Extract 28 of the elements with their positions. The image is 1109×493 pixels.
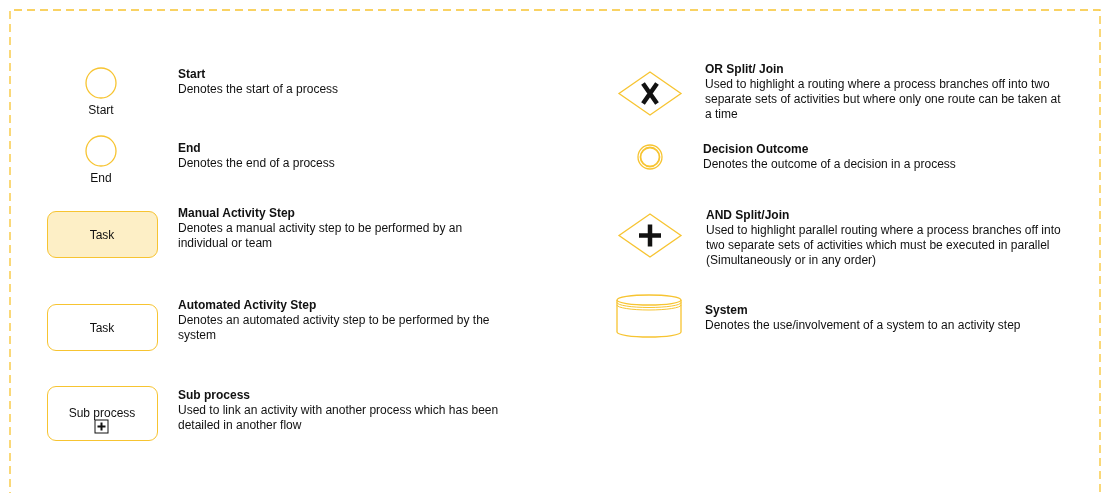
manual-task-box xyxy=(47,211,158,258)
legend-description: Denotes the outcome of a decision in a process xyxy=(703,157,957,172)
legend-description: Denotes the use/involvement of a system to an activity step xyxy=(705,318,1022,333)
legend-description: Used to highlight a routing where a process branches off into two separate sets of activities but where only one route can be taken at a time xyxy=(705,77,1062,122)
legend-heading: Start xyxy=(178,67,206,82)
legend-description: Denotes the end of a process xyxy=(178,156,336,171)
legend-heading: Decision Outcome xyxy=(703,142,809,157)
task-label: Task xyxy=(88,228,116,242)
legend-heading: Manual Activity Step xyxy=(178,206,295,221)
legend-description: Denotes an automated activity step to be performed by the system xyxy=(178,313,491,343)
subprocess-box xyxy=(47,386,158,441)
legend-heading: OR Split/ Join xyxy=(705,62,784,77)
legend-heading: End xyxy=(178,141,201,156)
task-label: Sub process xyxy=(67,406,137,420)
system-cylinder xyxy=(616,294,682,338)
legend-description: Denotes the start of a process xyxy=(178,82,340,97)
legend-heading: Automated Activity Step xyxy=(178,298,317,313)
decision-outcome-circle xyxy=(636,143,664,171)
legend-description: Used to link an activity with another process which has been detailed in another flow xyxy=(178,403,500,433)
legend-heading: AND Split/Join xyxy=(706,208,790,223)
legend-description: Used to highlight parallel routing where a process branches off into two separate sets of activities which must be executed in parallel (Simultaneously or in any order) xyxy=(706,223,1061,268)
parallel-gateway-diamond xyxy=(618,213,682,258)
legend-heading: System xyxy=(705,303,748,318)
legend-description: Denotes a manual activity step to be performed by an individual or team xyxy=(178,221,464,251)
legend-heading: Sub process xyxy=(178,388,251,403)
exclusive-gateway-diamond xyxy=(618,71,682,116)
automated-task-box xyxy=(47,304,158,351)
task-label: Task xyxy=(88,321,116,335)
